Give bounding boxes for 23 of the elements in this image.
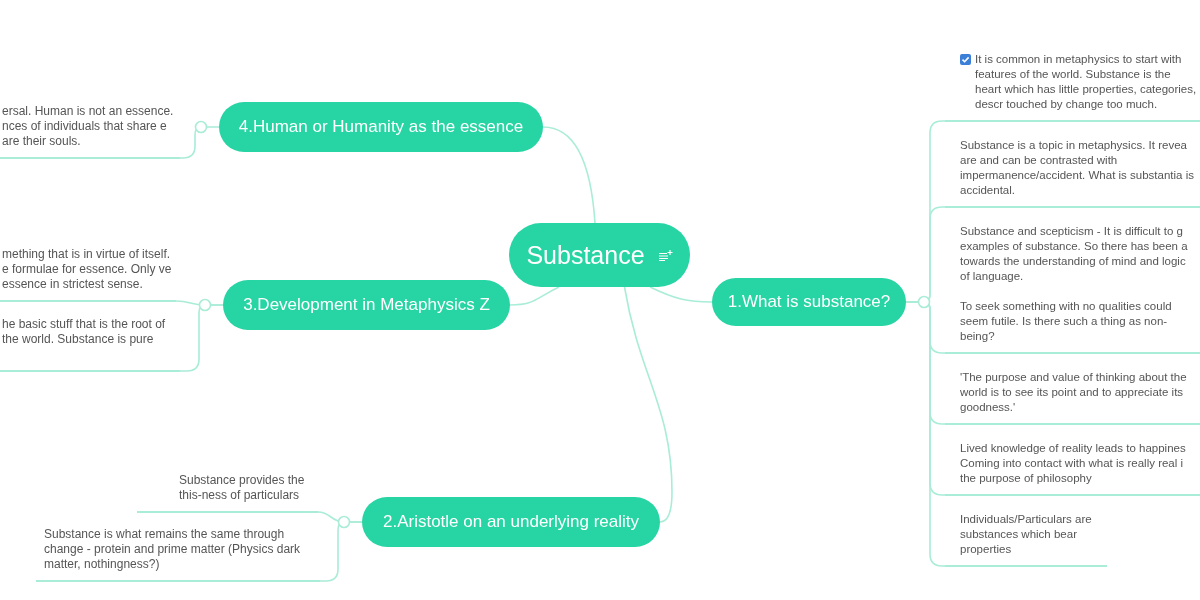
note-text: Individuals/Particulars are substances which bear properties (960, 512, 1093, 557)
note-text: Substance provides the this-ness of particulars (179, 473, 306, 503)
topic-title: Substance (526, 240, 645, 270)
topic-pill: 4.Human or Humanity as the essence (219, 102, 543, 152)
note-text: mething that is in virtue of itself. e formulae for essence. Only ve essence in strictest sense. (2, 247, 173, 292)
topic-pill: 1.What is substance? (712, 278, 906, 326)
note-text: ersal. Human is not an essence. nces of individuals that share e are their souls. (2, 104, 175, 149)
branch-connector (509, 286, 560, 306)
note-text: Substance is what remains the same through change - protein and prime matter (Physics dark matter, nothingness?) (44, 527, 302, 572)
note-text: It is common in metaphysics to start with features of the world. Substance is the heart which has little properties, categories, descr touched by change too much. (975, 52, 1198, 112)
branch-connector (319, 521, 363, 582)
note-text: Lived knowledge of reality leads to happines Coming into contact with what is really real i the purpose of philosophy (960, 441, 1187, 486)
note-text: Substance is a topic in metaphysics. It revea are and can be contrasted with impermanence/accident. What is substantia is accidental. (960, 138, 1195, 198)
topic-pill: 2.Aristotle on an underlying reality (362, 497, 660, 547)
note-text: 'The purpose and value of thinking about the world is to see its point and to appreciate its goodness.' (960, 370, 1188, 415)
note-text: he basic stuff that is the root of the world. Substance is pure (2, 317, 167, 347)
branch-connector (179, 304, 224, 372)
branch-connector (542, 126, 596, 224)
topic-pill: 3.Development in Metaphysics Z (223, 280, 510, 330)
note-text: Substance and scepticism - It is difficult to g examples of substance. So there has been a towards the understanding of mind and logic of language. (960, 224, 1189, 284)
branch-connector (623, 286, 673, 523)
branch-connector (649, 286, 713, 303)
note-text: To seek something with no qualities could seem futile. Is there such a thing as non-being? (960, 299, 1173, 344)
